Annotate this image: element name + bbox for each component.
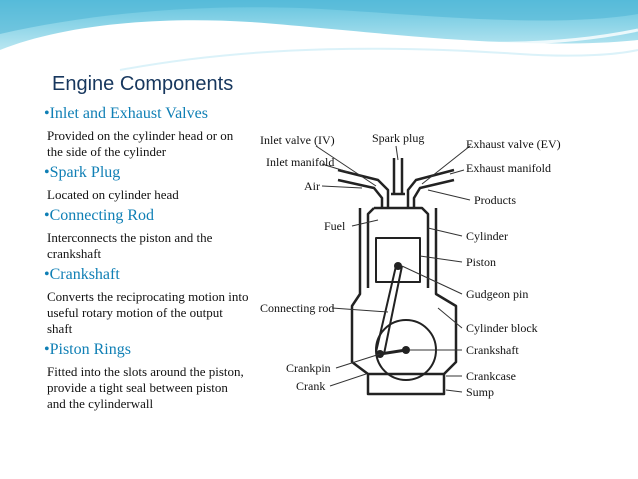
component-description: Provided on the cylinder head or on the …: [47, 128, 234, 159]
component-heading: •Crankshaft: [44, 266, 120, 283]
label-crankshaft: Crankshaft: [466, 343, 519, 357]
leader-line: [315, 145, 377, 187]
component-heading: •Piston Rings: [44, 341, 131, 358]
slide-title: Engine Components: [52, 73, 234, 95]
leader-line: [395, 145, 399, 161]
banner-wave-line-2: [119, 47, 638, 71]
leader-line: [427, 227, 463, 237]
leader-line: [321, 185, 363, 189]
label-connecting-rod: Connecting rod: [260, 301, 334, 315]
component-item: •Crankshaft Converts the reciprocating m…: [44, 265, 249, 337]
banner-wave-front: [0, 0, 638, 34]
cylinder-shape: [366, 206, 430, 288]
component-description: Fitted into the slots around the piston,…: [47, 364, 244, 411]
label-piston: Piston: [466, 255, 496, 269]
component-heading: •Spark Plug: [44, 164, 121, 181]
component-description: Converts the reciprocating motion into u…: [47, 289, 249, 336]
component-item: •Piston Rings Fitted into the slots arou…: [44, 340, 249, 412]
label-crankcase: Crankcase: [466, 369, 516, 383]
leader-line: [427, 189, 471, 201]
component-description: Interconnects the piston and the cranksh…: [47, 230, 213, 261]
component-heading: •Connecting Rod: [44, 207, 155, 224]
leader-line: [421, 145, 471, 185]
header-wave-banner: [0, 0, 638, 71]
label-crank: Crank: [296, 379, 325, 393]
cylinder-block-shape: [350, 208, 458, 376]
leader-line: [445, 389, 463, 393]
banner-wave-line: [0, 28, 638, 64]
label-products: Products: [474, 193, 516, 207]
leader-line: [401, 265, 463, 295]
label-fuel: Fuel: [324, 219, 346, 233]
engine-diagram: Inlet valve (IV) Spark plug Exhaust valv…: [260, 131, 561, 399]
label-sump: Sump: [466, 385, 494, 399]
component-list: •Inlet and Exhaust Valves Provided on th…: [44, 104, 249, 415]
exhaust-manifold-shape: [406, 168, 455, 208]
leader-line: [321, 163, 349, 173]
leader-line: [331, 307, 389, 313]
piston-shape: [375, 237, 421, 283]
leader-line: [351, 219, 379, 227]
leader-line: [437, 307, 463, 329]
component-item: •Connecting Rod Interconnects the piston…: [44, 206, 249, 262]
leader-line: [419, 255, 463, 263]
crankcase-shape: [366, 374, 446, 396]
crank-arm-shape: [379, 348, 407, 356]
gudgeon-pin-dot: [394, 262, 402, 270]
label-exhaust-manifold: Exhaust manifold: [466, 161, 551, 175]
component-item: •Spark Plug Located on cylinder head: [44, 163, 249, 203]
leader-line: [329, 373, 367, 387]
label-exhaust-valve: Exhaust valve (EV): [466, 137, 561, 151]
connecting-rod-shape: [375, 265, 403, 355]
label-crankpin: Crankpin: [286, 361, 331, 375]
label-gudgeon-pin: Gudgeon pin: [466, 287, 528, 301]
label-cylinder-block: Cylinder block: [466, 321, 538, 335]
spark-plug-shape: [391, 158, 405, 196]
component-heading: •Inlet and Exhaust Valves: [44, 105, 208, 122]
label-inlet-valve: Inlet valve (IV): [260, 133, 335, 147]
crankshaft-dot: [402, 346, 410, 354]
leader-line: [335, 353, 381, 369]
component-description: Located on cylinder head: [47, 187, 179, 202]
inlet-manifold-shape: [337, 168, 390, 208]
label-cylinder: Cylinder: [466, 229, 508, 243]
leader-line: [449, 169, 465, 175]
label-spark-plug: Spark plug: [372, 131, 424, 145]
label-inlet-manifold: Inlet manifold: [266, 155, 334, 169]
component-item: •Inlet and Exhaust Valves Provided on th…: [44, 104, 249, 160]
label-air: Air: [304, 179, 320, 193]
